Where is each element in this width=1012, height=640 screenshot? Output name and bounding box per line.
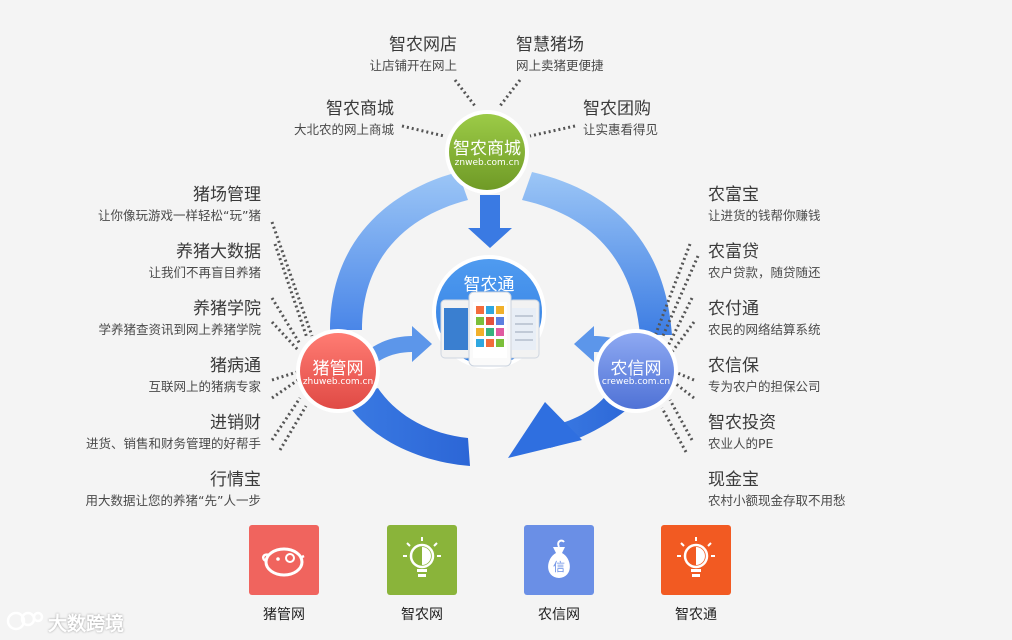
left-item-title: 猪场管理 (193, 185, 261, 205)
arc-top-right (522, 172, 672, 335)
hub-center-title: 智农通 (463, 275, 515, 295)
dotted-connectors (270, 79, 700, 453)
left-item-title: 猪病通 (210, 356, 261, 376)
top-item-desc: 网上卖猪更便捷 (516, 58, 604, 73)
tile-pig[interactable] (249, 525, 319, 595)
left-item-title: 行情宝 (210, 470, 261, 490)
top-item-title: 智慧猪场 (516, 35, 584, 55)
tile-zhinong[interactable] (387, 525, 457, 595)
right-item-desc: 农村小额现金存取不用愁 (708, 493, 846, 508)
lightbulb-icon (661, 525, 731, 595)
right-item-desc: 专为农户的担保公司 (708, 379, 821, 394)
left-item-desc: 进货、销售和财务管理的好帮手 (85, 436, 261, 451)
phone-mockups (440, 291, 540, 367)
right-item-title: 农付通 (708, 299, 759, 319)
left-item-desc: 让我们不再盲目养猪 (148, 265, 261, 280)
top-item-desc: 大北农的网上商城 (293, 122, 394, 137)
right-item-desc: 农民的网络结算系统 (708, 322, 821, 337)
piggy-bank-icon (249, 525, 319, 595)
left-item-desc: 用大数据让您的养猪“先”人一步 (85, 493, 261, 508)
watermark-logo-icon (6, 611, 44, 631)
hub-pig-title: 猪管网 (312, 359, 364, 379)
right-item-title: 农信保 (708, 356, 759, 376)
tile-zhinongtong[interactable] (661, 525, 731, 595)
arrow-left-in (366, 326, 432, 366)
hub-mall (449, 114, 525, 190)
tile-label: 智农通 (675, 607, 717, 623)
right-item-title: 农富贷 (708, 242, 759, 262)
money-bag-icon: 信 (524, 525, 594, 595)
left-item-desc: 互联网上的猪病专家 (148, 379, 261, 394)
top-item-desc: 让店铺开在网上 (369, 58, 457, 73)
left-item-title: 进销财 (210, 413, 261, 433)
watermark-text: 大数跨境 (48, 613, 125, 635)
tile-label: 农信网 (538, 607, 580, 623)
hub-mall-url: znweb.com.cn (454, 158, 520, 168)
hub-pig (300, 333, 376, 409)
bag-glyph: 信 (553, 560, 565, 574)
right-item-desc: 让进货的钱帮你赚钱 (708, 208, 821, 223)
tile-nongxin[interactable]: 信 (524, 525, 594, 595)
top-item-title: 智农网店 (389, 35, 457, 55)
lightbulb-icon (387, 525, 457, 595)
arc-bottom-left (345, 388, 470, 466)
left-item-desc: 学养猪查资讯到网上养猪学院 (98, 322, 261, 337)
arc-top-left (330, 172, 468, 330)
hub-credit (598, 333, 674, 409)
right-item-title: 农富宝 (708, 185, 759, 205)
top-item-title: 智农商城 (326, 99, 394, 119)
top-item-desc: 让实惠看得见 (583, 122, 659, 137)
right-item-desc: 农户贷款，随贷随还 (708, 265, 821, 280)
bottom-arrowhead (508, 402, 582, 458)
hub-pig-url: zhuweb.com.cn (302, 377, 374, 387)
hub-mall-title: 智农商城 (453, 139, 521, 159)
right-item-title: 智农投资 (708, 413, 776, 433)
right-item-desc: 农业人的PE (708, 436, 774, 451)
hub-credit-url: creweb.com.cn (601, 377, 671, 387)
hub-credit-title: 农信网 (610, 359, 662, 379)
tile-label: 猪管网 (263, 607, 305, 623)
left-item-title: 养猪学院 (193, 299, 261, 319)
top-item-title: 智农团购 (583, 99, 651, 119)
arrow-top-down (468, 195, 512, 248)
left-item-desc: 让你像玩游戏一样轻松“玩”猪 (98, 208, 261, 223)
right-item-title: 现金宝 (708, 470, 759, 490)
left-item-title: 养猪大数据 (176, 242, 261, 262)
tile-label: 智农网 (401, 607, 443, 623)
